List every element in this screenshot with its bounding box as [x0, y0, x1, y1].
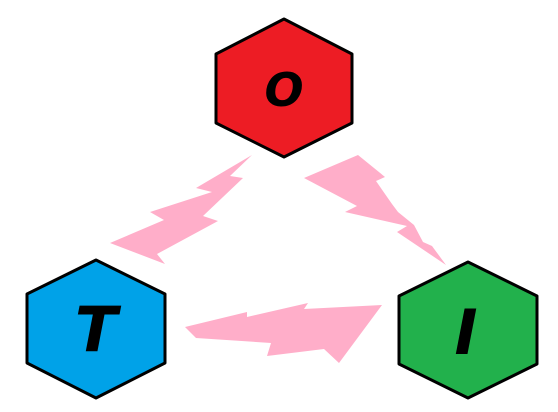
hexagon-o-shape — [214, 17, 354, 159]
hexagon-i-shape — [397, 260, 539, 400]
hexagon-t-shape — [25, 258, 167, 400]
hexagon-node-t: T — [25, 258, 167, 400]
bolt-top-right-connector — [304, 155, 446, 265]
hexagon-o-letter: O — [264, 63, 303, 117]
hexagon-t-letter: T — [75, 293, 122, 366]
hexagon-i-letter: I — [454, 296, 477, 369]
bolt-bottom-connector — [185, 303, 382, 363]
bolt-top-left-connector — [110, 155, 252, 264]
hexagon-node-i: I — [397, 260, 539, 400]
hexagon-node-o: O — [214, 17, 354, 159]
